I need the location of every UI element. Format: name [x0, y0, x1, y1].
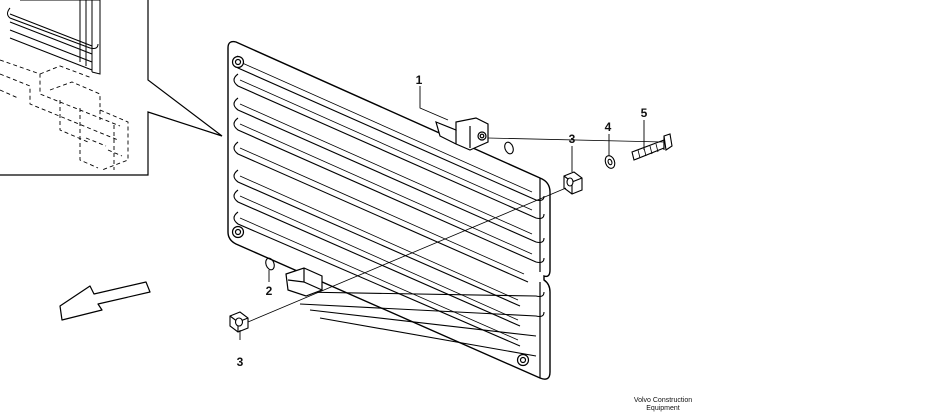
condenser-frame [227, 40, 551, 380]
flange-nut-lower [229, 311, 249, 333]
detail-inset [0, 0, 223, 176]
condenser [227, 40, 551, 380]
callout-1: 1 [416, 73, 423, 87]
publisher-footer: Volvo Construction Equipment [600, 397, 726, 413]
direction-arrow [59, 281, 151, 321]
o-ring-lower [265, 257, 275, 271]
lower-connector-block [285, 267, 323, 297]
inset-frame [0, 0, 223, 176]
callout-4: 4 [605, 120, 612, 134]
callout-3-lower: 3 [237, 355, 244, 369]
washer [604, 155, 616, 169]
flange-nut-upper [563, 171, 583, 195]
inset-dashed-outline [0, 59, 129, 171]
callout-3-upper: 3 [569, 132, 576, 146]
inset-fins [7, 0, 101, 75]
condenser-mount-bolts [231, 55, 530, 367]
leader-lines [239, 86, 645, 340]
condenser-tube-inner [239, 61, 533, 341]
callout-labels: 1 2 3 4 5 3 [237, 73, 648, 369]
footer-line-2: Equipment [646, 405, 680, 412]
condenser-tubes-lower [299, 291, 545, 357]
upper-connector-block [435, 117, 489, 151]
bolt [631, 133, 673, 161]
callout-2: 2 [266, 284, 273, 298]
callout-5: 5 [641, 106, 648, 120]
o-ring-upper [504, 141, 514, 155]
footer-line-1: Volvo Construction [633, 397, 693, 404]
center-lines [247, 137, 665, 323]
